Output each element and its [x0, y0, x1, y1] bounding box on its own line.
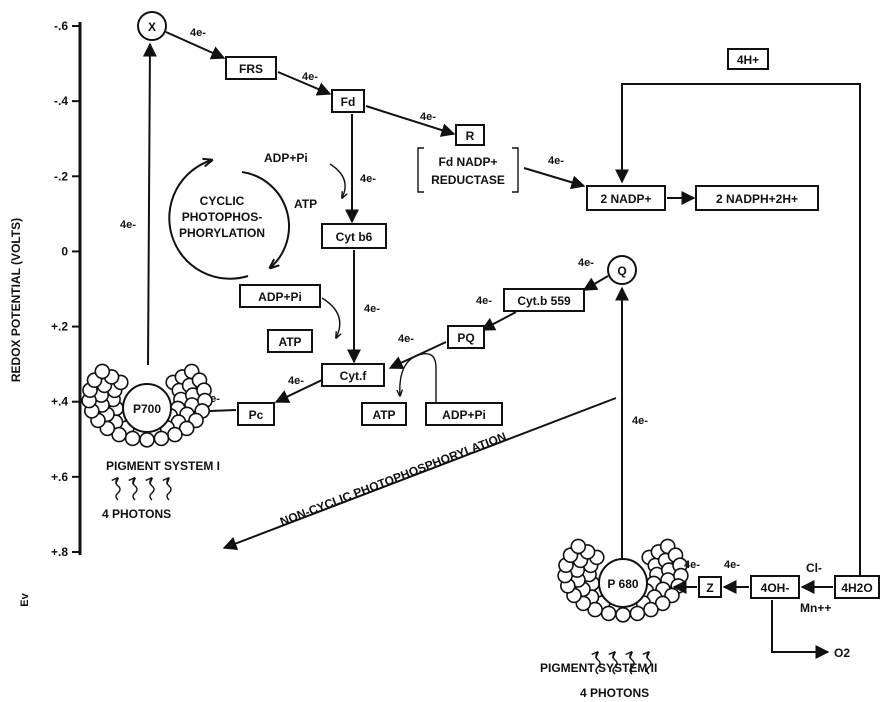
cytb559-pq-electrons: 4e- [398, 333, 414, 345]
pc-label: Pc [249, 408, 264, 422]
nadph-label: 2 NADPH+2H+ [716, 192, 798, 206]
ps1-excitation-electrons: 4e- [120, 219, 136, 231]
cyclic-adp-pi-1: ADP+Pi [264, 151, 308, 165]
pigment-bead [140, 433, 154, 447]
cyclic-adp-pi-2: ADP+Pi [258, 290, 302, 304]
axis-unit: Ev [19, 592, 31, 606]
photon-arrow [116, 478, 120, 500]
pq-label: PQ [457, 331, 474, 345]
cytb559-label: Cyt.b 559 [517, 294, 571, 308]
cytf-pc-electrons: 4e- [288, 375, 304, 387]
fd-r-electrons: 4e- [420, 111, 436, 123]
z-p680-electrons: 4e- [684, 559, 700, 571]
axis-tick-label: +.4 [51, 395, 68, 409]
axis-tick-label: +.2 [51, 320, 68, 334]
z-label: Z [706, 581, 713, 595]
q-cytb559-electrons: 4e- [476, 295, 492, 307]
reductase-line1: Fd NADP+ [438, 155, 497, 169]
reductase-nadp-electrons: 4e- [548, 155, 564, 167]
oh-label: 4OH- [761, 581, 790, 595]
x-label: X [148, 20, 156, 34]
ps1-label: PIGMENT SYSTEM I [106, 459, 220, 473]
pigment-bead [630, 606, 644, 620]
pigment-bead [644, 603, 658, 617]
cl-label: Cl- [806, 561, 822, 575]
cytb6-label: Cyt b6 [336, 230, 373, 244]
ps1-photons-label: 4 PHOTONS [102, 507, 171, 521]
ps2-excitation-electrons: 4e- [632, 415, 648, 427]
noncyclic-atp: ATP [372, 408, 395, 422]
pigment-bead [571, 539, 585, 553]
cyclic-label-2: PHOTOPHOS- [182, 210, 262, 224]
cyclic-label-1: CYCLIC [200, 194, 245, 208]
ps1-excitation-arrow [148, 44, 150, 365]
photon-arrow [150, 478, 154, 500]
p680-label: P 680 [607, 577, 638, 591]
axis-tick-label: -.6 [54, 19, 68, 33]
ps1-photon-arrows [116, 478, 171, 500]
mn-label: Mn++ [800, 601, 831, 615]
pigment-bead [616, 608, 630, 622]
photon-arrow [133, 478, 137, 500]
pigment-bead [95, 364, 109, 378]
redox-axis: -.6 -.4 -.2 0 +.2 +.4 +.6 +.8 REDOX POTENTIAL (… [9, 19, 80, 607]
fd-cytb6-electrons: 4e- [360, 173, 376, 185]
pigment-bead [168, 428, 182, 442]
x-frs-electrons: 4e- [190, 27, 206, 39]
o2-label: O2 [834, 646, 850, 660]
r-label: R [466, 129, 475, 143]
oh-z-electrons: 4e- [724, 559, 740, 571]
reductase-line2: REDUCTASE [431, 173, 505, 187]
fd-label: Fd [341, 95, 356, 109]
noncyclic-adp-pi: ADP+Pi [442, 408, 486, 422]
cyclic-label-3: PHORYLATION [179, 226, 265, 240]
photon-arrow [167, 478, 171, 500]
frs-fd-electrons: 4e- [302, 71, 318, 83]
axis-tick-label: -.2 [54, 169, 68, 183]
cytb6-cytf-electrons: 4e- [364, 303, 380, 315]
axis-tick-label: +.8 [51, 545, 68, 559]
axis-tick-label: +.6 [51, 470, 68, 484]
ps2-label: PIGMENT SYSTEM II [540, 661, 657, 675]
h2o-label: 4H2O [841, 581, 872, 595]
axis-tick-label: -.4 [54, 94, 68, 108]
cytf-label: Cyt.f [340, 369, 368, 383]
proton-return-path [622, 84, 860, 584]
pigment-bead [126, 431, 140, 445]
noncyclic-label: NON-CYCLIC PHOTOPHOSPHORYLATION [278, 429, 508, 528]
cyclic-atp-2: ATP [278, 335, 301, 349]
axis-title: REDOX POTENTIAL (VOLTS) [9, 218, 23, 382]
pigment-bead [154, 431, 168, 445]
q-label: Q [617, 264, 626, 278]
axis-tick-label: 0 [61, 244, 68, 258]
q-electrons: 4e- [578, 257, 594, 269]
cyclic-atp-1: ATP [294, 197, 317, 211]
frs-label: FRS [239, 62, 263, 76]
ps2-photons-label: 4 PHOTONS [580, 686, 649, 700]
nadp-label: 2 NADP+ [600, 192, 651, 206]
four-h-label: 4H+ [737, 53, 759, 67]
pigment-bead [602, 606, 616, 620]
p700-label: P700 [133, 402, 161, 416]
